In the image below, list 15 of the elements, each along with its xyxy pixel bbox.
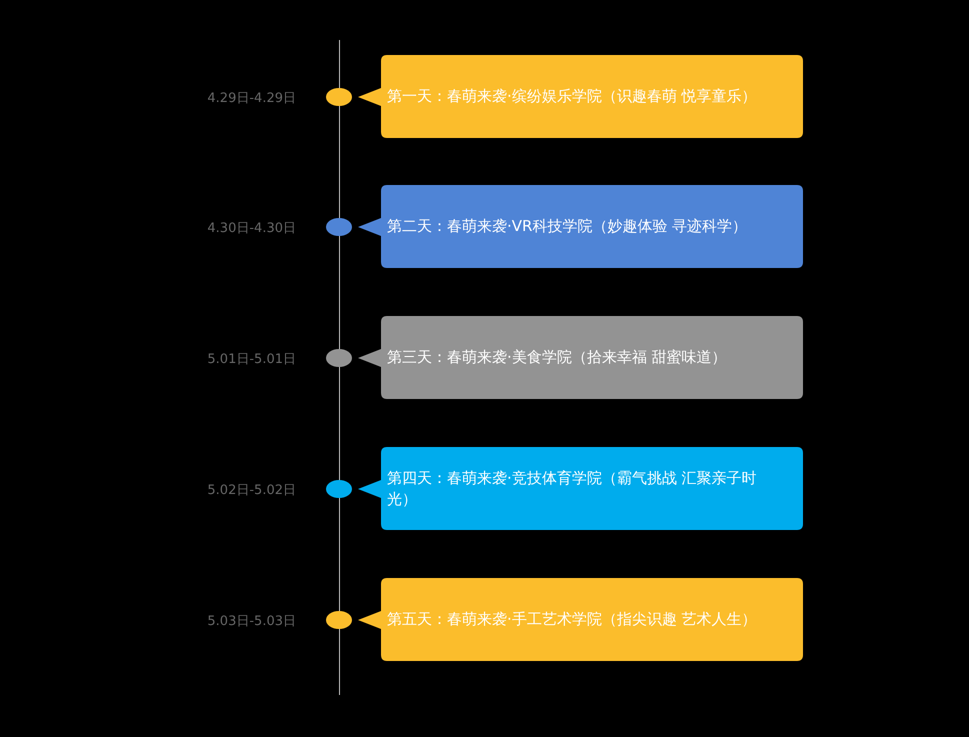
- date-label: 5.01日-5.01日: [206, 351, 296, 368]
- timeline-dot: [326, 611, 352, 629]
- date-label: 4.29日-4.29日: [206, 90, 296, 107]
- event-callout-box: 第四天：春萌来袭·竞技体育学院（霸气挑战 汇聚亲子时光）: [358, 447, 803, 530]
- date-label: 5.03日-5.03日: [206, 613, 296, 630]
- timeline-dot: [326, 480, 352, 498]
- event-callout-box: 第一天：春萌来袭·缤纷娱乐学院（识趣春萌 悦享童乐）: [358, 55, 803, 138]
- event-callout-box: 第三天：春萌来袭·美食学院（拾来幸福 甜蜜味道）: [358, 316, 803, 399]
- date-label: 4.30日-4.30日: [206, 220, 296, 237]
- timeline-dot: [326, 218, 352, 236]
- date-label: 5.02日-5.02日: [206, 482, 296, 499]
- event-callout-box: 第二天：春萌来袭·VR科技学院（妙趣体验 寻迹科学）: [358, 185, 803, 268]
- timeline-dot: [326, 88, 352, 106]
- event-callout-box: 第五天：春萌来袭·手工艺术学院（指尖识趣 艺术人生）: [358, 578, 803, 661]
- timeline-dot: [326, 349, 352, 367]
